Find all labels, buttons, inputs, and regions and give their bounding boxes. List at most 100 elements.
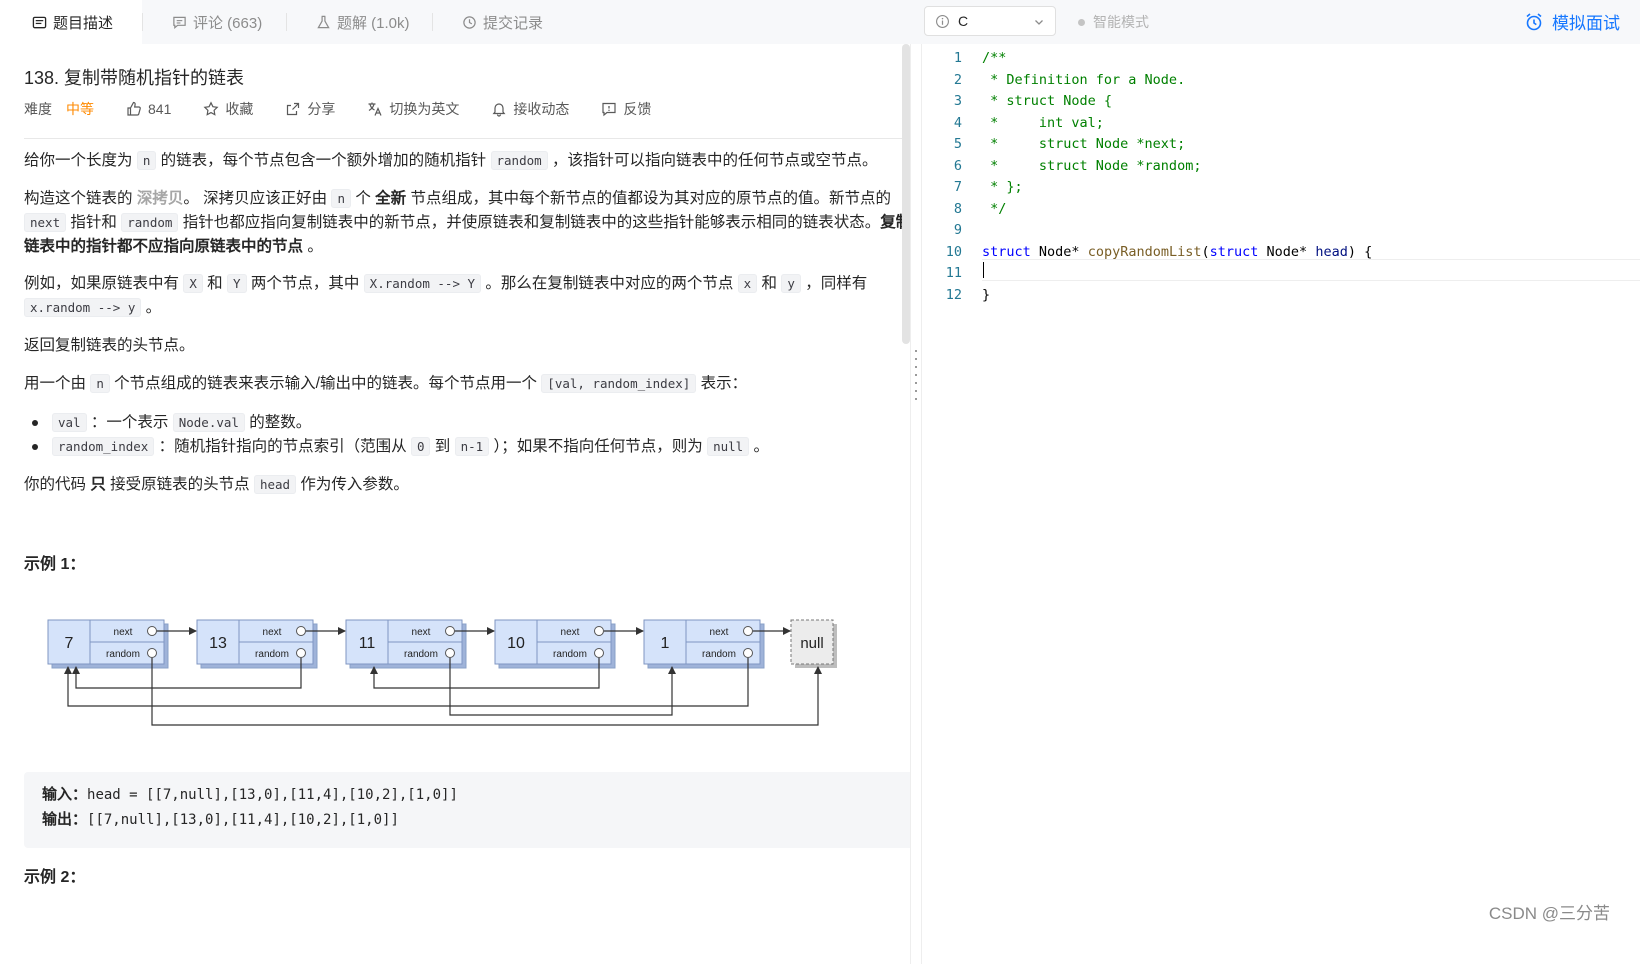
text: 作为传入参数。: [300, 476, 409, 493]
mock-interview-label: 模拟面试: [1552, 14, 1620, 33]
linked-list-diagram: 7nextrandom13nextrandom11nextrandom10nex…: [47, 619, 837, 726]
next-port: [743, 626, 753, 636]
feedback-label: 反馈: [623, 101, 652, 117]
code-line: 7 * };: [922, 177, 1640, 199]
code-text: * struct Node {: [982, 93, 1113, 109]
tab-description[interactable]: 题目描述: [0, 0, 142, 44]
like-button[interactable]: 841: [126, 101, 171, 117]
tab-solutions[interactable]: 题解 (1.0k): [316, 0, 410, 44]
inline-code: [val, random_index]: [541, 374, 697, 393]
description-scrollbar[interactable]: [902, 44, 910, 344]
text: 。: [307, 238, 323, 255]
flask-icon: [317, 15, 330, 28]
text: ）；如果不指向任何节点，则为: [493, 438, 703, 455]
example-2-heading: 示例 2：: [24, 869, 86, 886]
line-number: 4: [953, 114, 962, 131]
bell-icon: [492, 103, 506, 117]
code-line: 9: [922, 220, 1640, 242]
code-line: 11: [922, 263, 1640, 285]
inline-code: x: [737, 274, 758, 293]
text: 。那么在复制链表中对应的两个节点: [485, 275, 734, 292]
switch-language-label: 切换为英文: [389, 101, 460, 117]
deep-copy-term: 深拷贝: [136, 190, 184, 207]
random-pointer: [64, 658, 749, 707]
pane-splitter[interactable]: [910, 44, 922, 964]
tab-divider: [286, 13, 287, 31]
inline-code: y: [781, 274, 801, 293]
code-editor[interactable]: 1/**2 * Definition for a Node.3 * struct…: [922, 44, 1640, 964]
output-value: [[7,null],[13,0],[11,4],[10,2],[1,0]]: [87, 812, 399, 828]
favorite-button[interactable]: 收藏: [203, 99, 253, 119]
tab-label: 评论 (663): [193, 14, 263, 32]
editor-toolbar: C 智能模式 模拟面试: [922, 0, 1640, 44]
tab-label: 提交记录: [483, 14, 544, 32]
node-value-box: [196, 619, 240, 665]
next-port: [296, 626, 306, 636]
line-number: 2: [953, 71, 962, 88]
grip-dot: [915, 390, 917, 392]
next-port: [594, 626, 604, 636]
active-line-highlight: [982, 259, 1640, 281]
inline-code: random: [121, 213, 179, 232]
line-number: 9: [953, 222, 962, 238]
description-paragraph: 例如，如果原链表中有 X 和 Y 两个节点，其中 X.random --> Y …: [24, 272, 914, 320]
difficulty-badge: 中等: [66, 101, 94, 117]
inline-code: X.random --> Y: [363, 274, 482, 293]
line-number: 11: [945, 265, 962, 281]
grip-dot: [915, 358, 917, 360]
text: 。: [145, 299, 162, 316]
line-number: 7: [953, 179, 962, 195]
notifications-button[interactable]: 接收动态: [491, 99, 569, 119]
code-line: 4 * int val;: [922, 113, 1640, 135]
code-line: 2 * Definition for a Node.: [922, 70, 1640, 92]
code-text: * struct Node *random;: [982, 157, 1202, 174]
list-item: val ：一个表示 Node.val 的整数。: [32, 411, 902, 435]
feedback-button[interactable]: 反馈: [601, 99, 651, 119]
mock-interview-button[interactable]: 模拟面试: [1524, 9, 1620, 34]
text: 接受原链表的头节点: [110, 476, 250, 493]
tab-comments[interactable]: 评论 (663): [172, 0, 262, 44]
code-line: 8 */: [922, 199, 1640, 221]
language-select[interactable]: C: [924, 6, 1056, 36]
inline-code: Node.val: [172, 413, 245, 432]
text: 指针也都应指向复制链表中的新节点，并使原链表和复制链表中的这些指针能够表示相同的…: [182, 214, 881, 231]
grip-dot: [915, 374, 917, 376]
switch-language-button[interactable]: 切换为英文: [367, 99, 459, 119]
text-cursor: [983, 262, 984, 278]
code-line: 1/**: [922, 48, 1640, 70]
text: 个节点组成的链表来表示输入/输出中的链表。每个节点用一个: [114, 375, 537, 392]
node-value-label: 7: [65, 635, 74, 652]
bullet-list: val ：一个表示 Node.val 的整数。 random_index ：随机…: [32, 411, 902, 459]
tab-submissions[interactable]: 提交记录: [462, 0, 543, 44]
description-paragraph: 给你一个长度为 n 的链表，每个节点包含一个额外增加的随机指针 random ，…: [24, 149, 914, 173]
share-button[interactable]: 分享: [285, 99, 335, 119]
notifications-label: 接收动态: [513, 101, 570, 117]
problem-panel: 题目描述 评论 (663) 题解 (1.0k) 提交记录 138. 复制带随机指…: [0, 0, 914, 886]
node-value-box: [494, 619, 538, 665]
grip-dot: [915, 382, 917, 384]
random-port: [147, 648, 157, 658]
node-random-box: [536, 641, 612, 665]
node-random-box: [685, 641, 761, 665]
code-text: * struct Node *next;: [982, 136, 1186, 152]
output-label: 输出：: [42, 811, 88, 828]
tab-label: 题目描述: [53, 14, 114, 32]
text: 用一个由: [24, 375, 87, 392]
like-count: 841: [148, 101, 172, 117]
grip-dot: [915, 350, 917, 352]
inline-code: next: [24, 213, 67, 232]
description-paragraph: 用一个由 n 个节点组成的链表来表示输入/输出中的链表。每个节点用一个 [val…: [24, 372, 914, 396]
share-icon: [287, 102, 300, 116]
node-value-label: 13: [209, 635, 227, 652]
bold-text: 全新: [375, 190, 407, 207]
example-1-box: 输入：head = [[7,null],[13,0],[11,4],[10,2]…: [24, 772, 914, 848]
random-pointer: [72, 658, 302, 689]
grip-dot: [915, 398, 917, 400]
inline-code: null: [707, 437, 750, 456]
code-text: */: [982, 200, 1007, 217]
text: 你的代码: [24, 476, 87, 493]
inline-code: random_index: [52, 437, 155, 456]
smart-mode-toggle[interactable]: 智能模式: [1078, 12, 1149, 32]
inline-code: 0: [410, 437, 431, 456]
smart-mode-label: 智能模式: [1093, 14, 1149, 30]
